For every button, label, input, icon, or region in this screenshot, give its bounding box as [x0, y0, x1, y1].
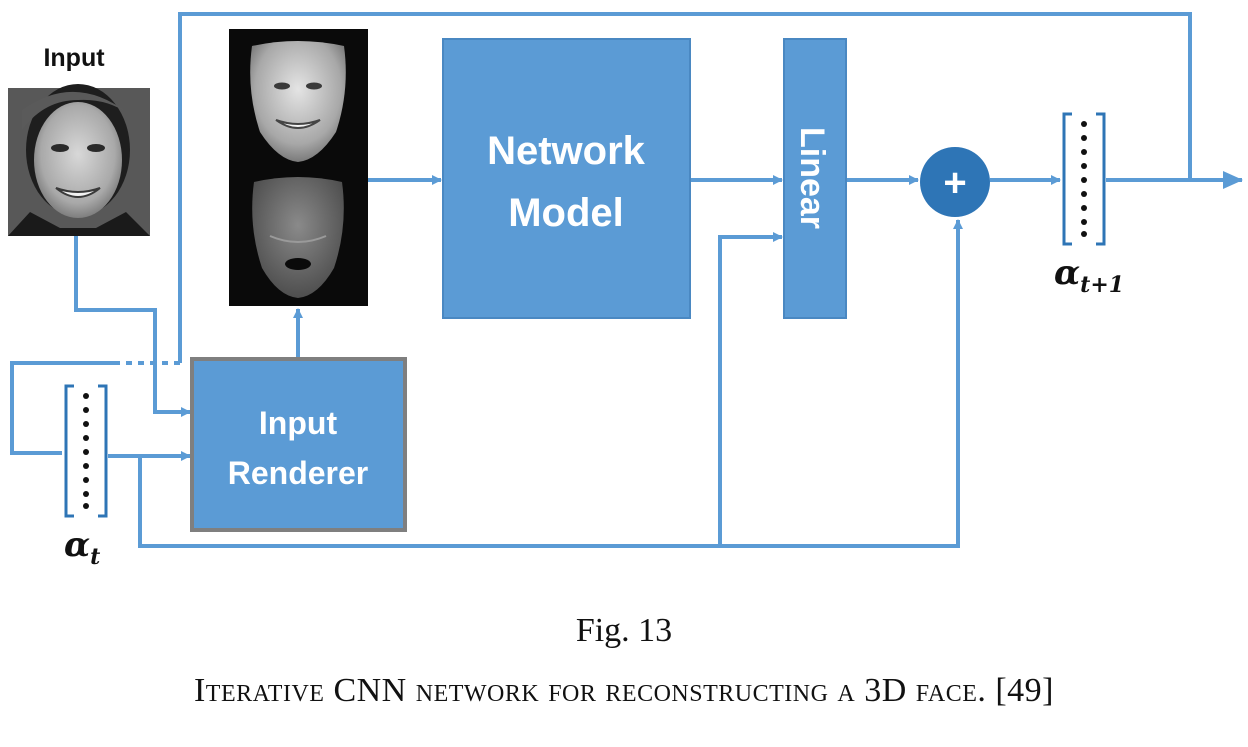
renderer-label-line1: Input [259, 405, 338, 441]
alpha-t-vector [64, 384, 108, 518]
bus-to-linear-line [718, 232, 783, 546]
input-renderer-box: Input Renderer [190, 357, 407, 532]
input-title: Input [43, 44, 105, 72]
network-model-box: Network Model [442, 38, 691, 319]
feedback-loop-line [178, 12, 1192, 363]
alpha-t-label: αt [64, 525, 100, 570]
linear-label: Linear [793, 127, 831, 229]
connectors [10, 12, 1243, 548]
rendered-face-textured [250, 41, 346, 162]
linear-box: Linear [783, 38, 847, 319]
alpha-next-vector [1062, 112, 1106, 246]
plus-symbol: + [943, 161, 966, 205]
figure-caption: Iterative CNN network for reconstructing… [193, 672, 1055, 709]
network-model-label-line1: Network [487, 129, 646, 173]
renderer-label-line2: Renderer [228, 455, 369, 491]
rendered-face-shape [252, 177, 344, 298]
input-to-renderer-line [74, 236, 191, 417]
bottom-bus-line [138, 219, 963, 548]
rendered-faces-panel [229, 29, 368, 306]
input-face-photo [8, 84, 150, 236]
alpha-next-label: αt+1 [1054, 253, 1124, 298]
left-loop-line [10, 361, 120, 455]
network-model-label-line2: Model [508, 191, 624, 235]
sum-node: + [920, 147, 990, 217]
figure-label: Fig. 13 [575, 612, 673, 649]
